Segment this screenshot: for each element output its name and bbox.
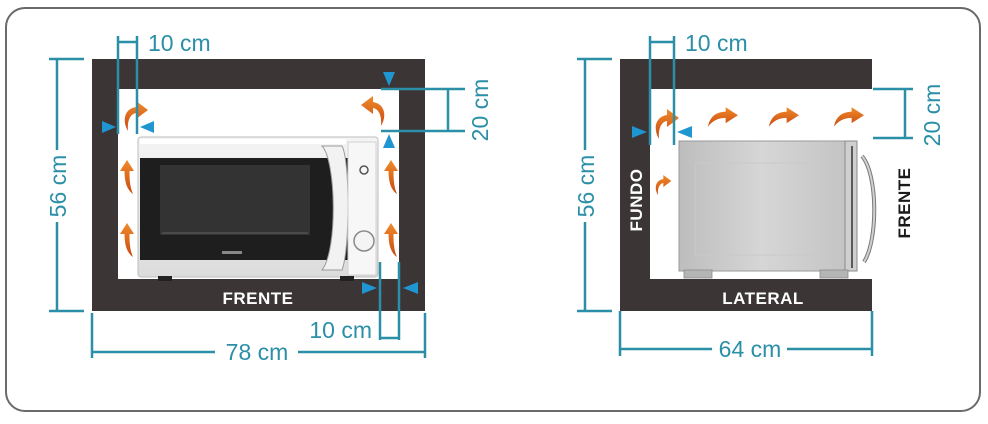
front-width-label: 78 cm xyxy=(226,339,289,365)
front-top-gap-label: 20 cm xyxy=(467,79,493,142)
dimension-arrowhead-icon xyxy=(403,282,418,294)
front-top-gap-dimension xyxy=(381,87,465,133)
side-view-label: LATERAL xyxy=(722,289,804,308)
front-view-label: FRENTE xyxy=(223,289,294,308)
back-wall-label: FUNDO xyxy=(627,169,646,232)
side-back-gap-dimension xyxy=(648,36,676,145)
side-top-gap-label: 20 cm xyxy=(919,84,945,147)
timer-dial-icon xyxy=(353,230,375,252)
microwave-side xyxy=(678,140,877,279)
front-height-label: 56 cm xyxy=(45,155,71,218)
brand-logo xyxy=(222,251,242,254)
dimension-arrowhead-icon xyxy=(677,126,692,138)
dimension-arrowhead-icon xyxy=(383,72,395,86)
door-handle xyxy=(320,145,349,271)
side-back-gap-label: 10 cm xyxy=(685,30,748,56)
front-top-left-gap-label: 10 cm xyxy=(148,30,211,56)
microwave-front xyxy=(137,136,379,281)
side-width-label: 64 cm xyxy=(719,336,782,362)
front-height-dimension xyxy=(49,57,84,313)
front-width-dimension xyxy=(90,313,427,358)
side-height-dimension xyxy=(577,57,612,313)
front-top-left-gap-dimension xyxy=(116,36,139,134)
power-button-icon xyxy=(359,165,369,175)
dimension-arrowhead-icon xyxy=(102,121,116,133)
front-side-gap-label: 10 cm xyxy=(309,317,372,343)
control-panel xyxy=(347,141,377,276)
front-side-gap-dimension xyxy=(378,262,401,340)
side-top-gap-dimension xyxy=(873,87,913,140)
dimension-arrowhead-icon xyxy=(140,121,154,133)
front-view: FRENTE 56 cm 78 cm 10 cm xyxy=(45,30,493,365)
side-width-dimension xyxy=(618,311,874,356)
dimension-arrowhead-icon xyxy=(362,282,377,294)
side-view: LATERAL FUNDO FRENTE 56 cm 64 cm 10 cm xyxy=(573,30,945,362)
dimension-arrowhead-icon xyxy=(632,126,647,138)
dimension-arrowhead-icon xyxy=(383,134,395,148)
side-height-label: 56 cm xyxy=(573,155,599,218)
front-side-label: FRENTE xyxy=(895,168,914,239)
